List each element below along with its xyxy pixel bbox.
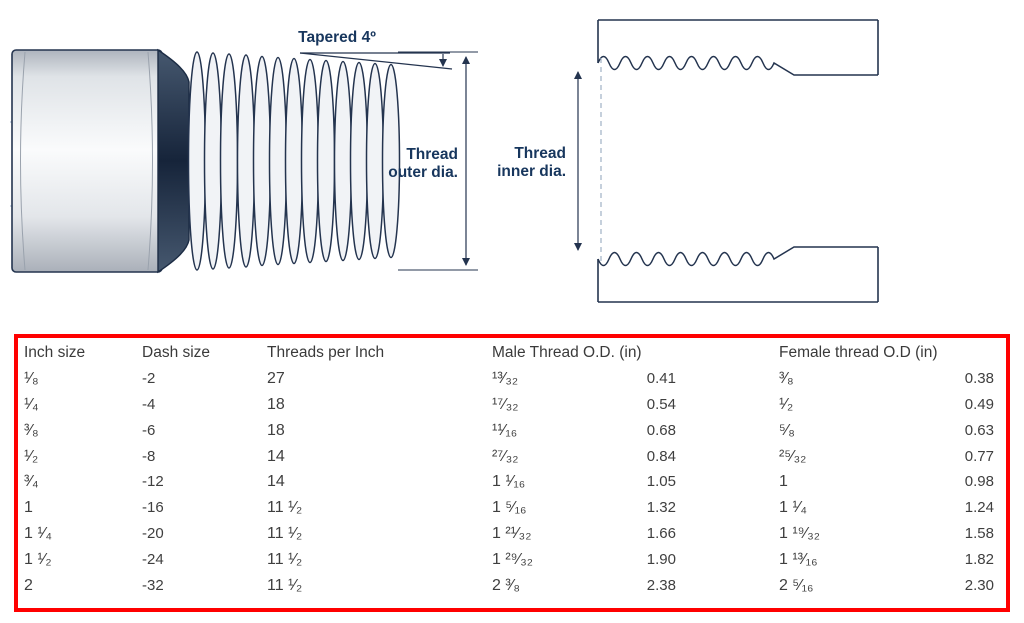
female-od-decimal-cell: 0.38 [964, 369, 994, 387]
female-od-decimal-cell: 0.98 [964, 473, 994, 491]
inner-dia-label-line2: inner dia. [497, 163, 566, 180]
inch-size-cell: ¹⁄₄ [24, 395, 39, 413]
male-od-fraction-cell: ¹¹⁄₁₆ [492, 421, 518, 439]
female-od-decimal-cell: 1.58 [964, 525, 994, 543]
female-od-decimal-cell: 1.82 [964, 551, 994, 569]
female-thread-profile-bottom [597, 246, 878, 267]
thread-spec-table: Inch size Dash size Threads per Inch Mal… [14, 334, 1010, 612]
collar [157, 48, 190, 274]
female-od-decimal-cell: 1.24 [964, 499, 994, 517]
female-od-fraction-cell: 1 ¹³⁄₁₆ [779, 551, 818, 569]
female-od-fraction-cell: 1 ¹⁹⁄₃₂ [779, 525, 820, 543]
header-male-od: Male Thread O.D. (in) [492, 344, 642, 361]
inch-size-cell: ¹⁄₈ [24, 369, 39, 387]
row-spacer [678, 366, 779, 392]
male-annotations [299, 51, 478, 271]
male-od-decimal-cell: 2.38 [646, 577, 676, 595]
outer-dia-label-line2: outer dia. [388, 164, 458, 181]
threads-per-inch-cell: 11 ¹⁄₂ [267, 499, 303, 517]
male-od-decimal-cell: 1.90 [646, 551, 676, 569]
header-dash-size: Dash size [142, 344, 211, 361]
male-od-fraction-cell: 2 ³⁄₈ [492, 577, 520, 595]
inch-size-cell: 1 ¹⁄₄ [24, 525, 52, 543]
row-spacer [678, 495, 779, 521]
female-od-decimal-cell: 0.77 [964, 447, 994, 465]
row-spacer [678, 469, 779, 495]
male-od-decimal-cell: 0.84 [646, 447, 676, 465]
inch-size-cell: ¹⁄₂ [24, 447, 39, 465]
threads-per-inch-cell: 18 [267, 395, 285, 413]
taper-angle-line [299, 52, 453, 70]
body-contour-right [147, 51, 153, 271]
female-thread-profile-top [597, 55, 878, 76]
dash-size-cell: -8 [142, 447, 156, 465]
female-od-fraction-cell: 1 [779, 473, 788, 491]
dash-size-cell: -16 [142, 499, 164, 517]
inch-size-cell: ³⁄₈ [24, 421, 39, 439]
header-spacer [678, 340, 779, 366]
female-od-fraction-cell: ⁵⁄₈ [779, 421, 795, 439]
male-od-decimal-cell: 0.68 [646, 421, 676, 439]
row-spacer [678, 418, 779, 444]
male-od-fraction-cell: ¹⁷⁄₃₂ [492, 395, 519, 413]
threads-per-inch-cell: 18 [267, 421, 285, 439]
threads-per-inch-cell: 11 ¹⁄₂ [267, 551, 303, 569]
dash-size-cell: -2 [142, 369, 156, 387]
npt-fitting-diagram: Tapered 4º Thread outer dia. Thread inne… [10, 19, 879, 303]
dash-size-cell: -24 [142, 551, 164, 569]
row-spacer [678, 444, 779, 470]
body-contour-left [20, 51, 26, 271]
dash-size-cell: -20 [142, 525, 164, 543]
male-od-fraction-cell: 1 ²¹⁄₃₂ [492, 525, 532, 543]
fitting-body [11, 49, 163, 273]
threads-per-inch-cell: 11 ¹⁄₂ [267, 525, 303, 543]
header-inch-size: Inch size [24, 344, 86, 361]
female-od-fraction-cell: ³⁄₈ [779, 369, 794, 387]
inch-size-cell: 1 ¹⁄₂ [24, 551, 52, 569]
male-od-fraction-cell: 1 ⁵⁄₁₆ [492, 499, 527, 517]
threads-per-inch-cell: 11 ¹⁄₂ [267, 577, 303, 595]
male-od-fraction-cell: ¹³⁄₃₂ [492, 369, 519, 387]
female-od-fraction-cell: ¹⁄₂ [779, 395, 794, 413]
header-threads-per-inch: Threads per Inch [267, 344, 385, 361]
female-od-fraction-cell: ²⁵⁄₃₂ [779, 447, 807, 465]
inch-size-cell: ³⁄₄ [24, 473, 39, 491]
male-od-fraction-cell: 1 ²⁹⁄₃₂ [492, 551, 533, 569]
male-od-decimal-cell: 1.05 [646, 473, 676, 491]
male-od-decimal-cell: 0.54 [646, 395, 676, 413]
male-fitting [10, 48, 401, 274]
dash-size-cell: -12 [142, 473, 164, 491]
row-spacer [678, 547, 779, 573]
inch-size-cell: 1 [24, 499, 33, 517]
threads-per-inch-cell: 14 [267, 447, 285, 465]
male-od-fraction-cell: ²⁷⁄₃₂ [492, 447, 519, 465]
male-od-decimal-cell: 1.32 [646, 499, 676, 517]
row-spacer [678, 573, 779, 599]
threads-per-inch-cell: 14 [267, 473, 285, 491]
female-od-decimal-cell: 0.63 [964, 421, 994, 439]
row-spacer [678, 521, 779, 547]
header-female-od: Female thread O.D (in) [779, 344, 938, 361]
male-od-fraction-cell: 1 ¹⁄₁₆ [492, 473, 526, 491]
outer-dia-label-line1: Thread [406, 146, 458, 163]
male-threads [187, 51, 401, 271]
male-od-decimal-cell: 0.41 [646, 369, 676, 387]
female-od-decimal-cell: 0.49 [964, 395, 994, 413]
threads-per-inch-cell: 27 [267, 369, 285, 387]
dash-size-cell: -6 [142, 421, 156, 439]
female-od-fraction-cell: 2 ⁵⁄₁₆ [779, 577, 814, 595]
inner-dia-label-line1: Thread [514, 145, 566, 162]
dash-size-cell: -32 [142, 577, 164, 595]
female-od-fraction-cell: 1 ¹⁄₄ [779, 499, 807, 517]
inch-size-cell: 2 [24, 577, 33, 595]
tapered-label: Tapered 4º [298, 29, 376, 46]
dash-size-cell: -4 [142, 395, 156, 413]
male-od-decimal-cell: 1.66 [646, 525, 676, 543]
row-spacer [678, 392, 779, 418]
spec-table-grid: Inch size Dash size Threads per Inch Mal… [18, 338, 1006, 599]
female-fitting [597, 19, 879, 303]
female-od-decimal-cell: 2.30 [964, 577, 994, 595]
